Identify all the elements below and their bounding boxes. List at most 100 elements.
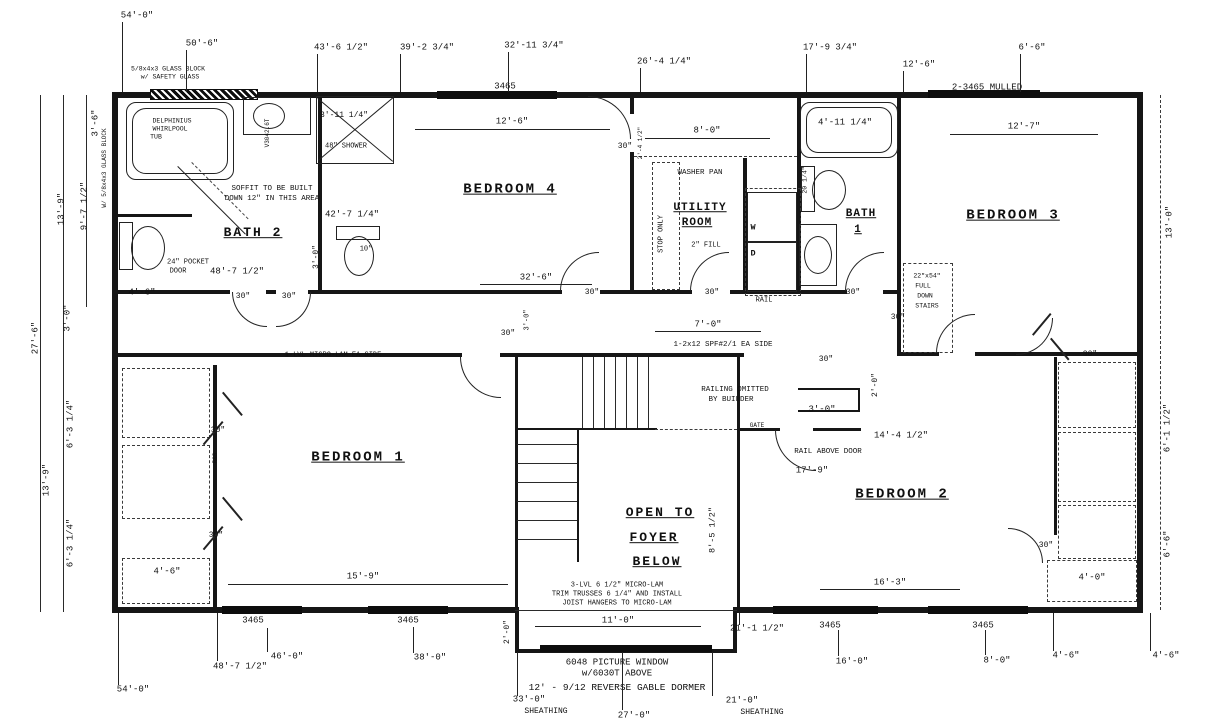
stop-only-area [652, 162, 680, 290]
stair-tread [517, 444, 577, 445]
dim-int-32-6: 32'-6" [519, 272, 553, 283]
note-rail-utility: RAIL [755, 296, 773, 305]
dim-utility-width: 8'-0" [693, 125, 721, 136]
window-3465 [773, 606, 878, 614]
dimension-leader [806, 54, 807, 92]
dimension-leader [640, 68, 641, 92]
wall [308, 290, 322, 294]
dimension-leader [622, 652, 623, 710]
door-swing [690, 252, 729, 291]
dim-left-3-0: 3'-0" [62, 304, 73, 332]
dimension-leader [1150, 613, 1151, 651]
door-swing [560, 252, 599, 291]
dim-bed3-width: 12'-7" [1007, 121, 1041, 132]
picture-window [540, 645, 712, 652]
bifold-door [222, 497, 243, 521]
dim-bot-46-0: 46'-0" [270, 651, 304, 662]
dim-top-17-9-34: 17'-9 3/4" [802, 42, 858, 53]
dim-bot-27-0: 27'-0" [617, 710, 651, 721]
dimension-line [228, 584, 508, 585]
note-full-down-stairs-line2: FULL [915, 282, 931, 290]
window-tag-3465-bot3: 3465 [819, 620, 841, 631]
door-size-tag: 30" [890, 312, 906, 322]
closet-right [1058, 362, 1136, 428]
room-label-bedroom-4: BEDROOM 4 [463, 181, 557, 198]
note-railing-omitted-line2: BY BUILDER [708, 396, 754, 405]
note-picture-window-line2: w/6030T ABOVE [581, 668, 653, 679]
dim-top-6-6: 6'-6" [1018, 42, 1046, 53]
dim-bot-21-1-half: 21'-1 1/2" [729, 623, 785, 634]
note-dryer-d: D [750, 248, 756, 259]
note-microlam-foyer-line3: JOIST HANGERS TO MICRO-LAM [562, 599, 672, 608]
dim-bed4-width: 12'-6" [495, 116, 529, 127]
note-full-down-stairs-line1: 22"x54" [913, 272, 941, 280]
dim-bed2-16-3: 16'-3" [873, 577, 907, 588]
wall [897, 92, 901, 356]
dim-int-3-0-landing: 3'-0" [808, 404, 836, 415]
dimension-leader [1020, 54, 1021, 92]
room-label-utility-room-line2: ROOM [681, 217, 713, 230]
wall [112, 353, 462, 357]
wall [630, 152, 634, 294]
room-label-bedroom-1: BEDROOM 1 [311, 449, 405, 466]
vanity [799, 224, 837, 286]
window-2-3465-mulled [928, 90, 1040, 98]
wall [500, 353, 517, 357]
dim-int-14-4-half: 14'-4 1/2" [873, 430, 929, 441]
dim-left-6-3-14-lower: 6'-3 1/4" [65, 518, 76, 568]
window-tag-3465-bot1: 3465 [242, 615, 264, 626]
dim-int-3-0-bed1door: 3'-0" [523, 309, 532, 331]
wall [118, 214, 192, 217]
note-soffit-line1: SOFFIT TO BE BUILT [231, 185, 313, 194]
rail [858, 388, 860, 412]
dim-top-54-0: 54'-0" [120, 10, 154, 21]
door-size-tag: 30" [584, 287, 600, 297]
note-shower-48: 48" SHOWER [324, 142, 368, 151]
bifold-door [222, 392, 243, 416]
room-label-bath-1-line2: 1 [854, 224, 862, 237]
door-size-tag: 30" [704, 287, 720, 297]
dormer-wall [515, 607, 519, 653]
dimension-leader [118, 613, 119, 685]
wall [515, 353, 744, 357]
note-whirlpool-line1: DELPHINIUS [152, 117, 192, 125]
dim-bot-33-0: 33'-0" [512, 694, 546, 705]
dimension-line [535, 626, 701, 627]
soffit-line [634, 156, 797, 157]
note-whirlpool-line3: TUB [150, 133, 162, 141]
wall [630, 92, 634, 114]
dim-foyer-11-0: 11'-0" [601, 615, 635, 626]
window-tag-3465-top: 3465 [494, 81, 516, 92]
dimension-line [655, 331, 761, 332]
note-glass-block-line1: 5/8x4x3 GLASS BLOCK [130, 65, 206, 73]
note-washer-w: W [750, 222, 756, 233]
wall [112, 607, 519, 613]
door-size-tag: 30" [1038, 540, 1054, 550]
note-microlam-foyer-line1: 3-LVL 6 1/2" MICRO-LAM [570, 581, 664, 590]
note-whirlpool-line2: WHIRLPOOL [152, 125, 188, 133]
dim-left-27-6: 27'-6" [30, 321, 41, 355]
door-swing [588, 96, 631, 139]
dim-foyer-8-5-half: 8'-5 1/2" [707, 507, 718, 553]
room-label-bath-1-line1: BATH [845, 208, 877, 221]
dimension-leader [985, 630, 986, 655]
dim-bot-38-0: 38'-0" [413, 652, 447, 663]
room-label-bath-2: BATH 2 [223, 225, 283, 241]
sink [804, 236, 832, 274]
stair-tread [582, 357, 583, 428]
dimension-leader [217, 613, 218, 661]
dimension-leader [1053, 613, 1054, 651]
window-3465 [928, 606, 1028, 614]
dim-left-13-9-upper: 13'-9" [56, 192, 67, 226]
door-swing [845, 252, 884, 291]
stair-tread [593, 357, 594, 428]
dim-left-13-9-lower: 13'-9" [41, 463, 52, 497]
dim-bath1-tub: 4'-11 1/4" [817, 117, 873, 128]
note-railing-omitted-line1: RAILING OMITTED [701, 386, 769, 395]
door-size-tag: 30" [617, 141, 633, 151]
dimension-line [645, 138, 770, 139]
wall [730, 290, 797, 294]
shower-48 [316, 96, 394, 164]
closet-wall [1054, 357, 1057, 535]
